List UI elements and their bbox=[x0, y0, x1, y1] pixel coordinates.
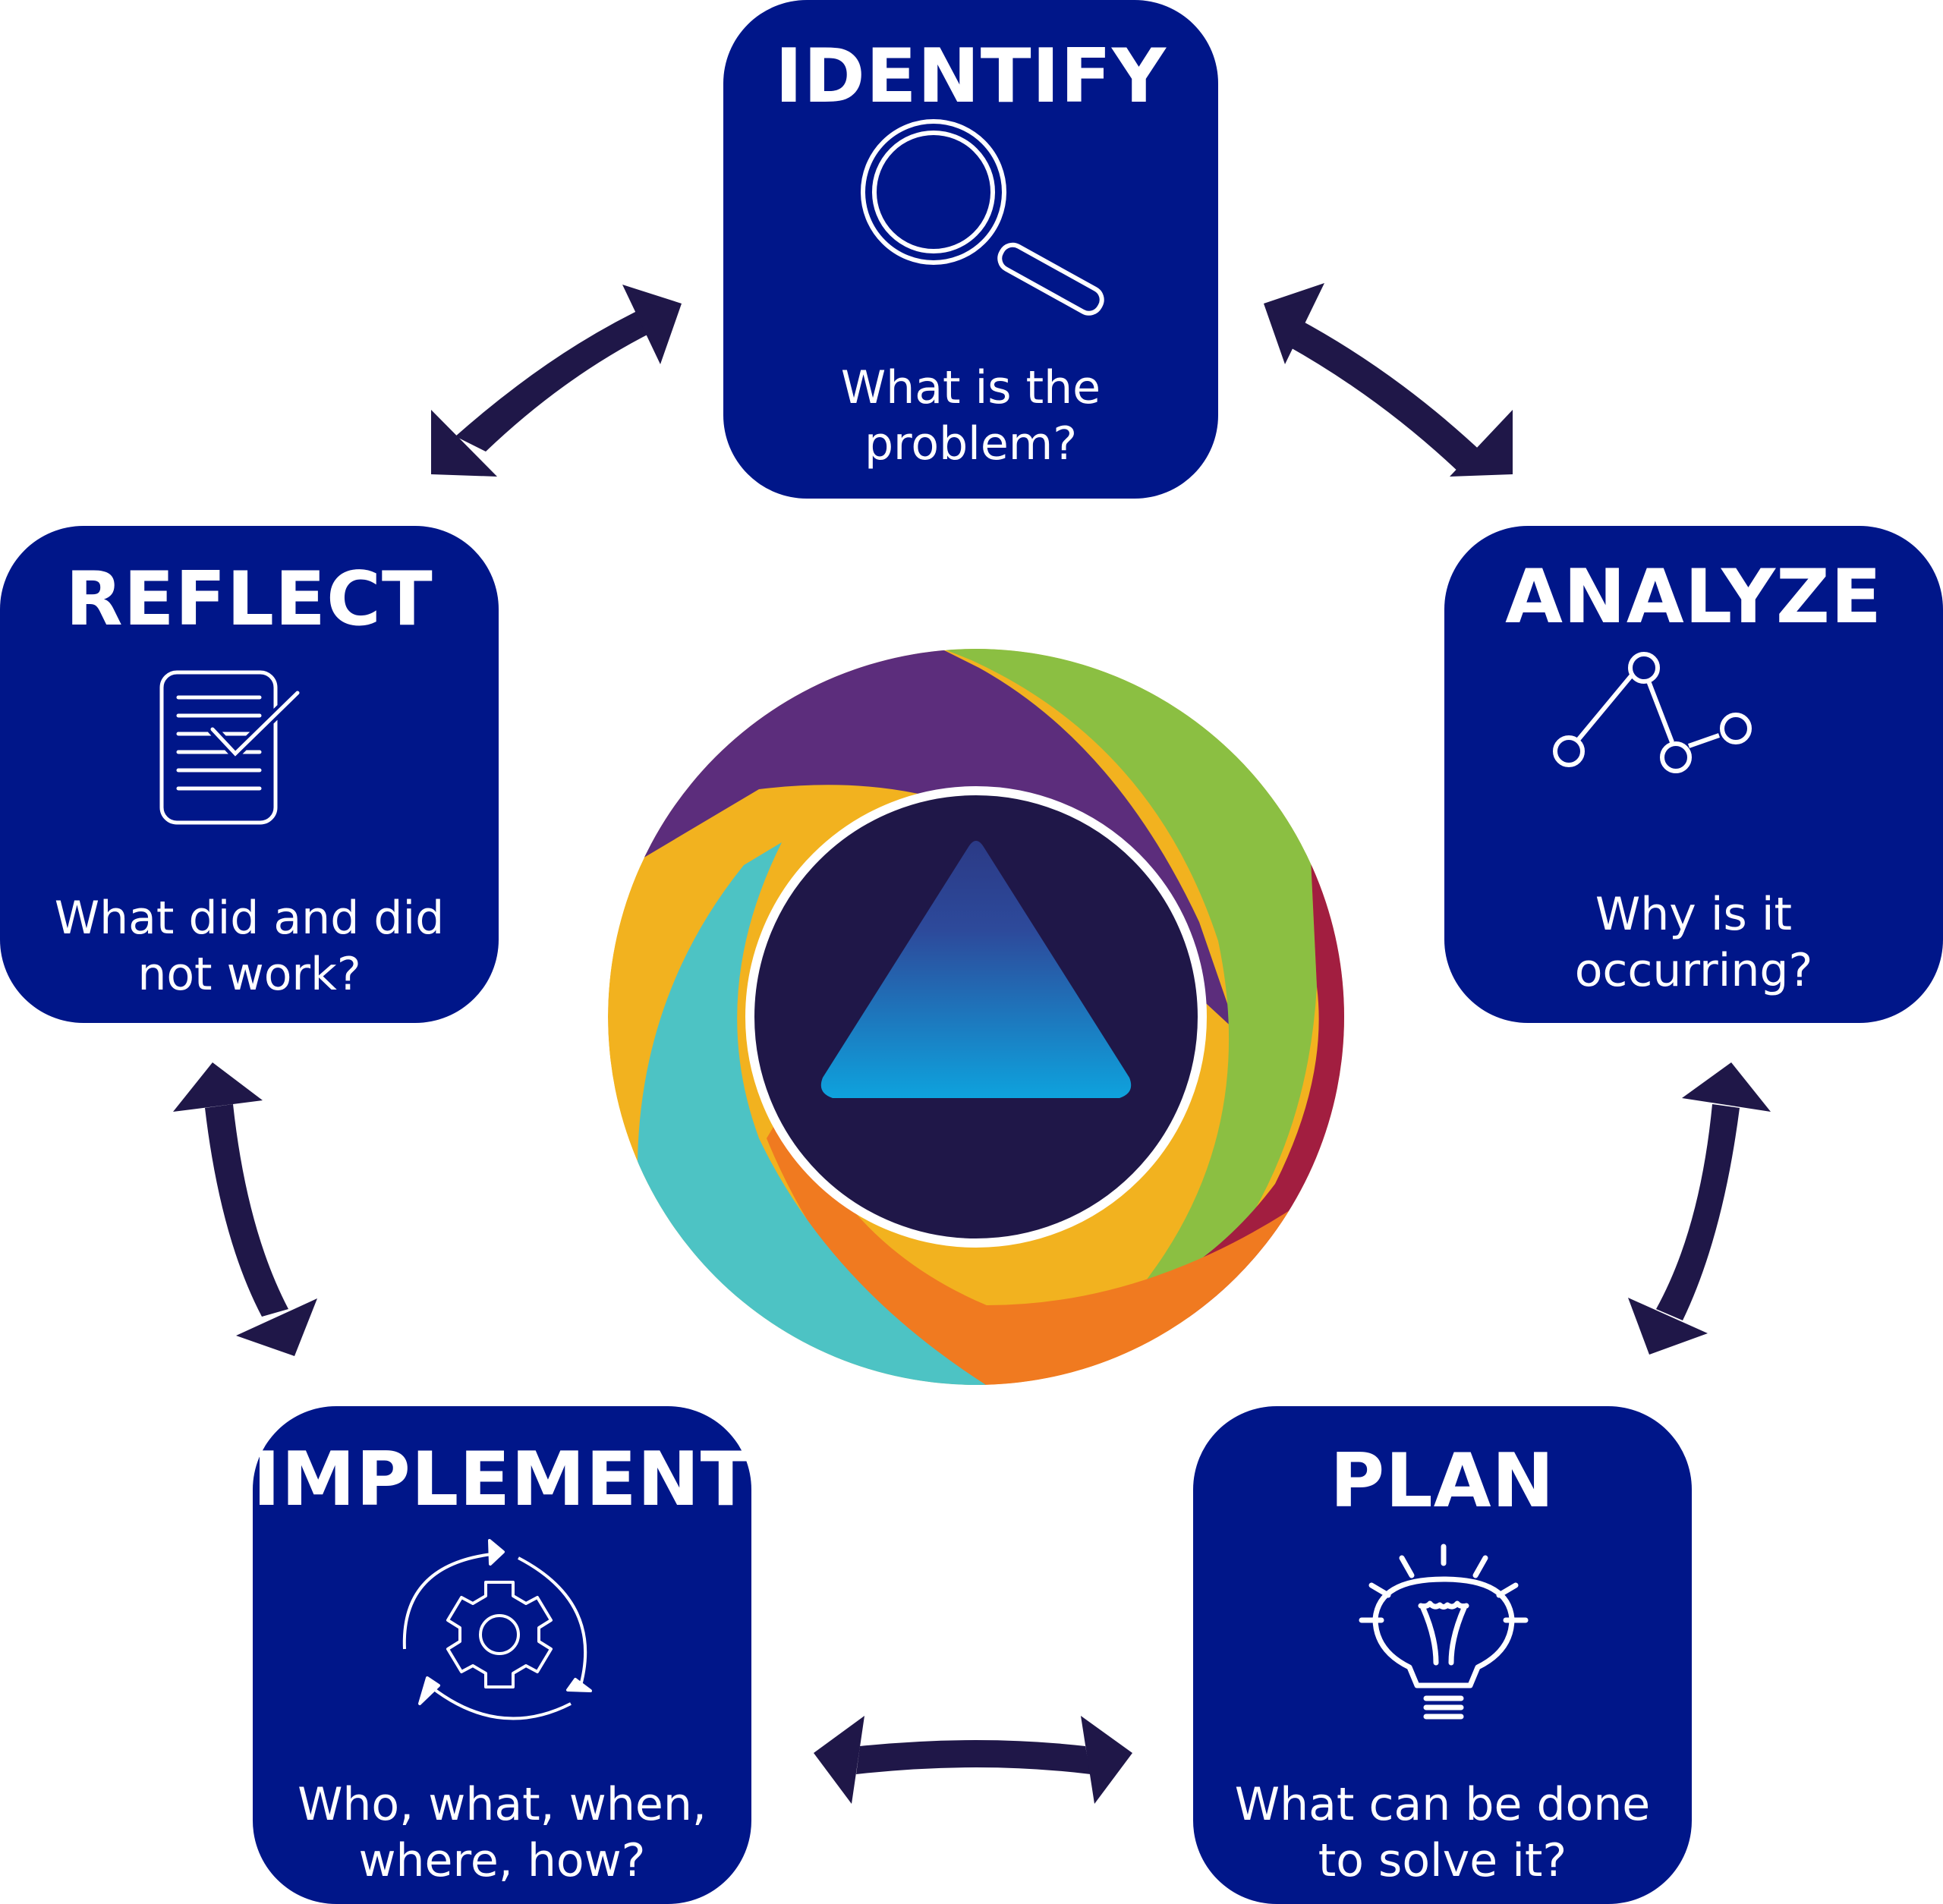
stage-title: ANALYZE bbox=[1505, 554, 1882, 640]
arrow-reflect-implement bbox=[173, 1062, 317, 1356]
stage-question: Who, what, when, where, how? bbox=[298, 1778, 707, 1887]
segment-teal bbox=[637, 842, 1017, 1385]
stage-card-reflect[interactable]: REFLECT What did and did not work? bbox=[0, 526, 499, 1023]
center-logo bbox=[608, 649, 1344, 1385]
arrow-identify-analyze bbox=[1264, 283, 1513, 477]
stage-title: IMPLEMENT bbox=[253, 1437, 752, 1523]
segment-red bbox=[949, 827, 1344, 1345]
arrow-implement-plan bbox=[814, 1716, 1132, 1804]
stage-question: What did and did not work? bbox=[54, 892, 445, 1001]
lightbulb-icon bbox=[1330, 1543, 1557, 1755]
arrow-analyze-plan bbox=[1628, 1062, 1771, 1355]
stage-question: What can be done to solve it? bbox=[1234, 1778, 1651, 1887]
stage-title: REFLECT bbox=[65, 556, 433, 643]
gradient-triangle-icon bbox=[820, 841, 1132, 1098]
stage-card-identify[interactable]: IDENTIFY What is the problem? bbox=[723, 0, 1218, 499]
stage-card-implement[interactable]: IMPLEMENT Who, what, when, where, how? bbox=[253, 1406, 751, 1904]
gear-cycle-icon bbox=[386, 1535, 613, 1732]
stage-question: Why is it occurring? bbox=[1574, 888, 1813, 997]
arrow-identify-reflect bbox=[431, 285, 682, 477]
checklist-document-icon bbox=[159, 670, 342, 833]
stage-card-analyze[interactable]: ANALYZE Why is it occurring? bbox=[1444, 526, 1943, 1023]
stage-question: What is the problem? bbox=[840, 361, 1101, 470]
segment-green bbox=[934, 649, 1317, 1313]
stage-card-plan[interactable]: PLAN What can be done to solve it? bbox=[1193, 1406, 1692, 1904]
magnifying-glass-icon bbox=[856, 114, 1104, 341]
stage-title: IDENTIFY bbox=[775, 33, 1167, 120]
line-chart-nodes-icon bbox=[1551, 651, 1839, 780]
segment-purple bbox=[638, 649, 1237, 1032]
stage-title: PLAN bbox=[1330, 1438, 1555, 1525]
